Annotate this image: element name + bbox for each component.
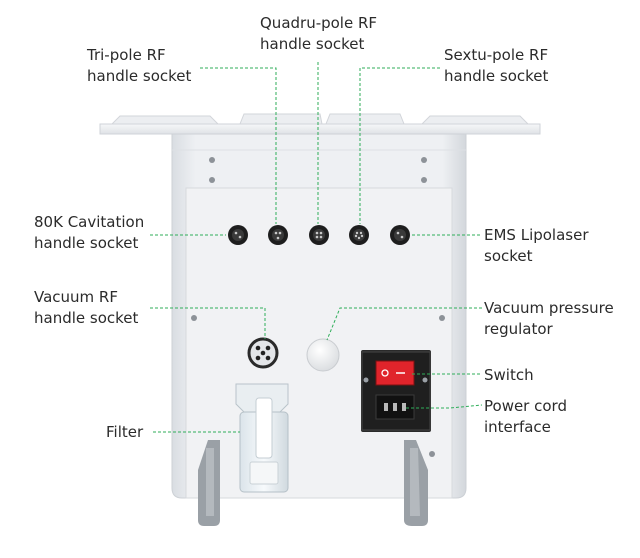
label-tri-pole-rf: Tri-pole RF handle socket <box>87 46 192 85</box>
socket-sextu-pole-rf <box>349 225 369 245</box>
rocker-switch <box>375 360 415 386</box>
label-power-cord: Power cord interface <box>484 397 567 436</box>
top-tray <box>99 113 541 135</box>
label-switch: Switch <box>484 366 534 384</box>
screws <box>191 157 445 457</box>
socket-ems-lipolaser <box>390 225 410 245</box>
label-vacuum-pressure: Vacuum pressure regulator <box>484 299 614 338</box>
stand-feet <box>198 440 428 526</box>
socket-vacuum-rf <box>247 337 279 369</box>
socket-tri-pole-rf <box>268 225 288 245</box>
label-sextu-pole-rf: Sextu-pole RF handle socket <box>444 46 549 85</box>
socket-80k-cavitation <box>228 225 248 245</box>
leader-power-cord <box>406 404 483 409</box>
leader-vacuum-rf <box>150 307 266 339</box>
leader-vacuum-pressure <box>326 307 482 341</box>
label-vacuum-rf: Vacuum RF handle socket <box>34 288 139 327</box>
label-ems-lipolaser: EMS Lipolaser socket <box>484 226 589 265</box>
label-filter: Filter <box>106 423 144 441</box>
leader-lines <box>150 62 483 433</box>
vacuum-pressure-knob <box>306 338 340 372</box>
power-cord-socket <box>375 394 415 420</box>
leader-tri-pole <box>200 67 277 224</box>
leader-sextu-pole <box>359 67 440 224</box>
power-module <box>361 350 431 432</box>
label-quadru-pole-rf: Quadru-pole RF handle socket <box>260 14 378 53</box>
filter-canister <box>235 383 289 493</box>
socket-quadru-pole-rf <box>309 225 329 245</box>
round-sockets <box>228 225 410 245</box>
label-80k-cavitation: 80K Cavitation handle socket <box>34 213 145 252</box>
